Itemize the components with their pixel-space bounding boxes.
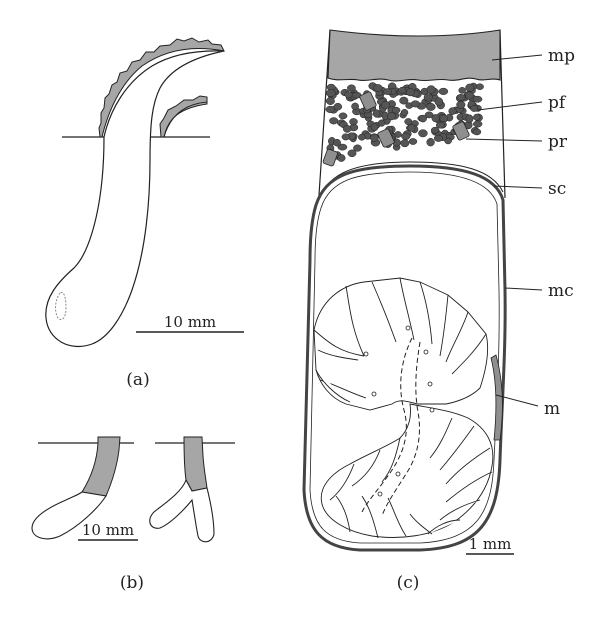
larva-inner-edge-a xyxy=(163,101,208,138)
pellet xyxy=(418,129,428,138)
pellet xyxy=(381,100,391,110)
pellet xyxy=(333,138,341,147)
pellet xyxy=(325,97,335,105)
pellet xyxy=(372,109,381,118)
pellet xyxy=(465,83,475,92)
pellet xyxy=(408,138,418,145)
pellet xyxy=(398,86,407,94)
scale-label-a: 10 mm xyxy=(164,313,216,331)
pellet xyxy=(400,109,409,116)
leader-lines xyxy=(465,54,543,407)
larva-body-a xyxy=(45,50,225,348)
pellet xyxy=(410,100,421,108)
pellet xyxy=(373,84,383,92)
pellet xyxy=(431,114,440,123)
pellet xyxy=(426,138,435,147)
scale-label-c: 1 mm xyxy=(469,535,512,553)
pellet xyxy=(329,117,339,125)
pellet xyxy=(325,105,336,113)
pellet xyxy=(353,144,362,152)
membrane-m xyxy=(490,354,503,441)
pellet xyxy=(430,126,440,134)
larva-b-right xyxy=(149,478,215,543)
pupa-body xyxy=(313,277,494,539)
panel-b-drawing: 10 mm (b) xyxy=(31,436,235,593)
pellet xyxy=(444,137,452,145)
pellet xyxy=(426,85,436,94)
pellet xyxy=(337,154,346,162)
pellet xyxy=(337,143,348,151)
larva-b-left xyxy=(31,491,107,540)
casing-inner-shade-a xyxy=(159,95,208,138)
casing-shade-a xyxy=(98,37,225,138)
pellet-rectangles-pr xyxy=(322,91,470,167)
panel-label-c: (c) xyxy=(397,573,420,593)
pellet xyxy=(347,84,356,92)
pellet xyxy=(405,88,415,97)
pellet xyxy=(358,133,366,141)
pellet xyxy=(325,89,336,97)
pellet xyxy=(400,139,410,148)
pellet xyxy=(473,113,481,121)
panel-label-b: (b) xyxy=(120,573,144,593)
pellet xyxy=(344,91,353,99)
pellet xyxy=(470,104,479,112)
pellet xyxy=(465,114,474,124)
label-mp: mp xyxy=(548,46,575,66)
pellet xyxy=(377,119,386,127)
pellet xyxy=(456,100,466,109)
pellet xyxy=(438,87,449,95)
gut-dashed-2 xyxy=(381,341,421,517)
pellet xyxy=(426,102,436,111)
pellet xyxy=(434,97,444,106)
panel-a-drawing: 10 mm (a) xyxy=(45,37,244,390)
pellet xyxy=(423,93,433,102)
label-m: m xyxy=(544,399,560,419)
pellet xyxy=(349,118,358,126)
pellet xyxy=(351,102,359,111)
pellet xyxy=(401,132,411,140)
pellet xyxy=(475,83,484,90)
pellet xyxy=(343,125,352,133)
pellet xyxy=(435,121,446,129)
pellet xyxy=(347,149,357,158)
pellet xyxy=(391,106,401,114)
label-sc: sc xyxy=(548,179,566,199)
pellet xyxy=(418,114,427,123)
label-pr: pr xyxy=(548,132,568,152)
pellet xyxy=(448,107,457,115)
label-mc: mc xyxy=(548,281,574,301)
pellet xyxy=(338,112,348,120)
pellet xyxy=(458,87,466,94)
label-pf: pf xyxy=(548,93,567,113)
mud-plug-mp xyxy=(327,29,501,82)
cocoon-inner-line xyxy=(309,171,500,544)
pellet-cluster-pf xyxy=(325,82,484,162)
tube-wall xyxy=(317,29,506,211)
pellet xyxy=(472,128,482,136)
pellet xyxy=(370,123,379,132)
casing-shade-b-left xyxy=(81,436,121,497)
pellet xyxy=(399,96,409,105)
pellet xyxy=(407,124,416,132)
pellet xyxy=(472,95,483,103)
pellet xyxy=(473,120,483,128)
pellet xyxy=(369,133,379,142)
head-capsule-a xyxy=(55,291,67,321)
pellet xyxy=(387,111,396,121)
gut-dashed xyxy=(361,337,413,513)
scale-label-b: 10 mm xyxy=(82,521,134,539)
pellet xyxy=(383,88,392,95)
panel-label-a: (a) xyxy=(126,370,149,390)
pellet xyxy=(433,134,443,142)
pellet xyxy=(424,111,434,119)
pellet xyxy=(464,91,474,100)
spiracles xyxy=(363,325,435,497)
pellet xyxy=(341,133,350,141)
panel-c-drawing: mp pf pr sc mc m 1 mm (c) xyxy=(302,29,575,593)
